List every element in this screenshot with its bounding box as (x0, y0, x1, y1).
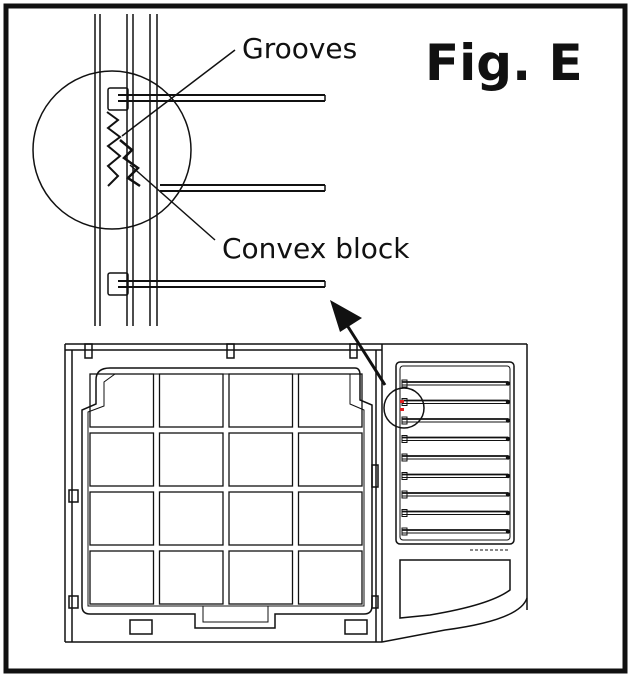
convex-block-label: Convex block (222, 232, 410, 265)
louvers (401, 379, 511, 536)
louver-panel (395, 361, 515, 545)
filter-cell (89, 373, 155, 428)
filter-cell (297, 373, 363, 428)
clip (226, 343, 235, 359)
figure-title: Fig. E (425, 34, 583, 92)
outer-frame (3, 3, 628, 674)
detail-view (32, 14, 326, 326)
filter-cell (228, 491, 294, 546)
highlight-mark (400, 400, 404, 403)
lower-compartment (399, 559, 511, 619)
filter-cell (89, 491, 155, 546)
filter-cell (89, 550, 155, 605)
louver (401, 398, 511, 406)
louver (401, 509, 511, 517)
detail-rod-1 (107, 87, 326, 111)
magnifier-circle (32, 70, 192, 230)
clip (68, 595, 79, 609)
clip (68, 489, 79, 503)
filter-cell (158, 432, 224, 487)
filter-cell (297, 491, 363, 546)
filter-cell (158, 373, 224, 428)
filter-cell (297, 432, 363, 487)
convex-block (119, 139, 141, 188)
filter-cell (228, 432, 294, 487)
detail-rod-3 (107, 272, 326, 296)
filter-grid (89, 373, 363, 605)
detail-rod-2 (160, 184, 326, 192)
filter-cell (158, 550, 224, 605)
filter-cell (228, 373, 294, 428)
filter-cell (228, 550, 294, 605)
louver (401, 453, 511, 462)
filter-cell (89, 432, 155, 487)
filter-frame (81, 367, 373, 629)
clip (129, 619, 153, 635)
clip (349, 343, 358, 359)
louver (401, 379, 511, 388)
louver (401, 435, 511, 443)
grooves-zigzag (106, 111, 122, 187)
clip (371, 464, 379, 488)
grooves-leader (121, 49, 236, 137)
filter-cell (158, 491, 224, 546)
convex-block-leader (129, 164, 216, 241)
unit-front-view (64, 343, 528, 643)
louver (401, 490, 511, 499)
filter-cell (297, 550, 363, 605)
clip (371, 595, 379, 609)
grooves-label: Grooves (242, 32, 357, 65)
louver (401, 472, 511, 480)
unit-magnifier-circle (383, 387, 425, 429)
louver (401, 416, 511, 425)
pointer-arrow (330, 300, 387, 386)
louver (401, 527, 511, 536)
clip (344, 619, 368, 635)
highlight-mark (400, 408, 404, 411)
clip (84, 343, 93, 359)
